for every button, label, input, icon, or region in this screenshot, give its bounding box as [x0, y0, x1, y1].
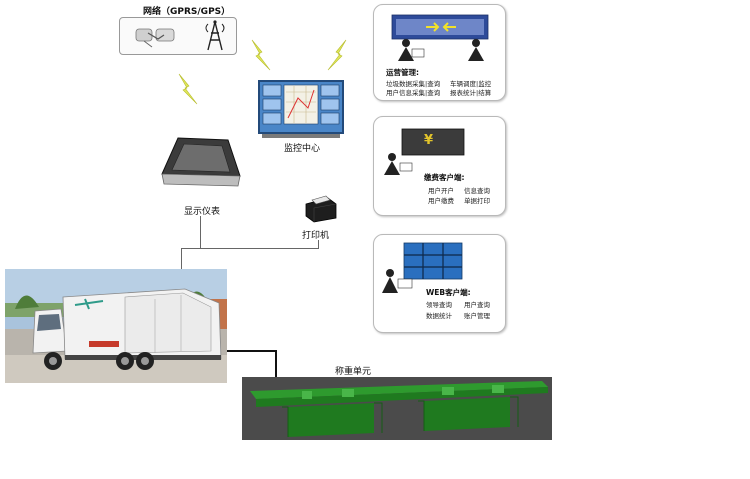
panel-operations-item: 用户信息采集|查询	[386, 89, 441, 97]
lightning-icon	[178, 73, 198, 105]
operator-desk-icon	[391, 14, 489, 61]
connector-line	[181, 248, 201, 249]
panel-web-item: 账户管理	[464, 312, 490, 320]
handshake-icon	[135, 28, 175, 48]
panel-web-item: 用户查询	[464, 301, 490, 309]
sensor-cable	[218, 350, 276, 352]
monitor-center-screen	[258, 80, 344, 134]
panel-web-title: WEB客户端:	[426, 288, 471, 297]
garbage-truck-photo	[5, 269, 227, 383]
panel-web: WEB客户端: 领导查询 用户查询 数据统计 账户管理	[373, 234, 506, 333]
panel-payment-title: 缴费客户端:	[424, 173, 465, 182]
panel-payment-item: 信息查询	[464, 187, 490, 195]
panel-operations-item: 车辆调度|监控	[450, 80, 492, 88]
printer-label: 打印机	[302, 231, 330, 241]
panel-operations-title: 运营管理:	[386, 68, 419, 77]
connector-line	[318, 240, 319, 249]
display-device-icon	[161, 137, 241, 187]
panel-payment-item: 单据打印	[464, 197, 490, 205]
monitor-center-base	[262, 134, 340, 138]
connector-line	[200, 248, 318, 249]
web-desk-icon	[382, 242, 463, 293]
connector-line	[200, 216, 201, 248]
panel-payment: ¥ 缴费客户端: 用户开户 信息查询 用户缴费 单据打印	[373, 116, 506, 216]
printer-icon	[305, 195, 337, 223]
display-device-label: 显示仪表	[184, 207, 221, 217]
radio-tower-icon	[205, 20, 225, 51]
weighing-unit-3d	[242, 377, 552, 440]
panel-operations-item: 报表统计|结算	[450, 89, 492, 97]
panel-web-item: 数据统计	[426, 312, 452, 320]
connector-line	[181, 248, 182, 270]
currency-symbol: ¥	[424, 133, 434, 148]
panel-operations-item: 垃圾数据采集|查询	[386, 80, 441, 88]
panel-web-item: 领导查询	[426, 301, 452, 309]
sensor-cable	[275, 350, 277, 382]
panel-payment-item: 用户开户	[428, 187, 454, 195]
monitor-center-label: 监控中心	[284, 144, 321, 154]
lightning-icon	[251, 39, 271, 71]
panel-operations: 运营管理: 垃圾数据采集|查询 车辆调度|监控 用户信息采集|查询 报表统计|结…	[373, 4, 506, 101]
weighing-unit-label: 称重单元	[335, 367, 372, 377]
panel-payment-item: 用户缴费	[428, 197, 454, 205]
payment-desk-icon	[384, 128, 465, 175]
network-box	[119, 17, 237, 55]
network-title: 网络（GPRS/GPS）	[143, 7, 231, 17]
lightning-icon	[327, 39, 347, 71]
